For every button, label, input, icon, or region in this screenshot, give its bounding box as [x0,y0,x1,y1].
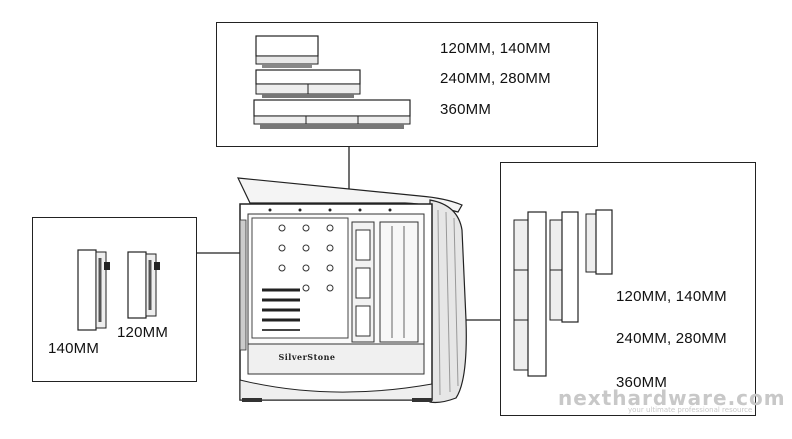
front-label-2: 240MM, 280MM [616,330,727,347]
front-radiator-240-icon [549,211,579,323]
front-label-3: 360MM [616,374,668,391]
front-label-1: 120MM, 140MM [616,288,727,305]
top-radiator-240-icon [255,69,361,98]
watermark-logo: nexthardware.com [558,386,786,410]
front-radiator-360-icon [513,211,547,377]
top-label-2: 240MM, 280MM [440,70,551,87]
rear-label-140: 140MM [48,340,100,357]
watermark-tagline: your ultimate professional resource [628,406,753,414]
top-label-3: 360MM [440,101,492,118]
rear-radiator-140-icon [77,249,110,331]
rear-radiator-panel [32,217,197,382]
rear-label-120: 120MM [117,324,169,341]
top-radiator-120-icon [255,35,319,68]
top-radiator-360-icon [253,99,411,129]
front-radiator-120-icon [585,209,613,275]
rear-radiator-120-icon [127,251,160,319]
top-label-1: 120MM, 140MM [440,40,551,57]
case-brand-plate: SilverStone [278,352,336,362]
